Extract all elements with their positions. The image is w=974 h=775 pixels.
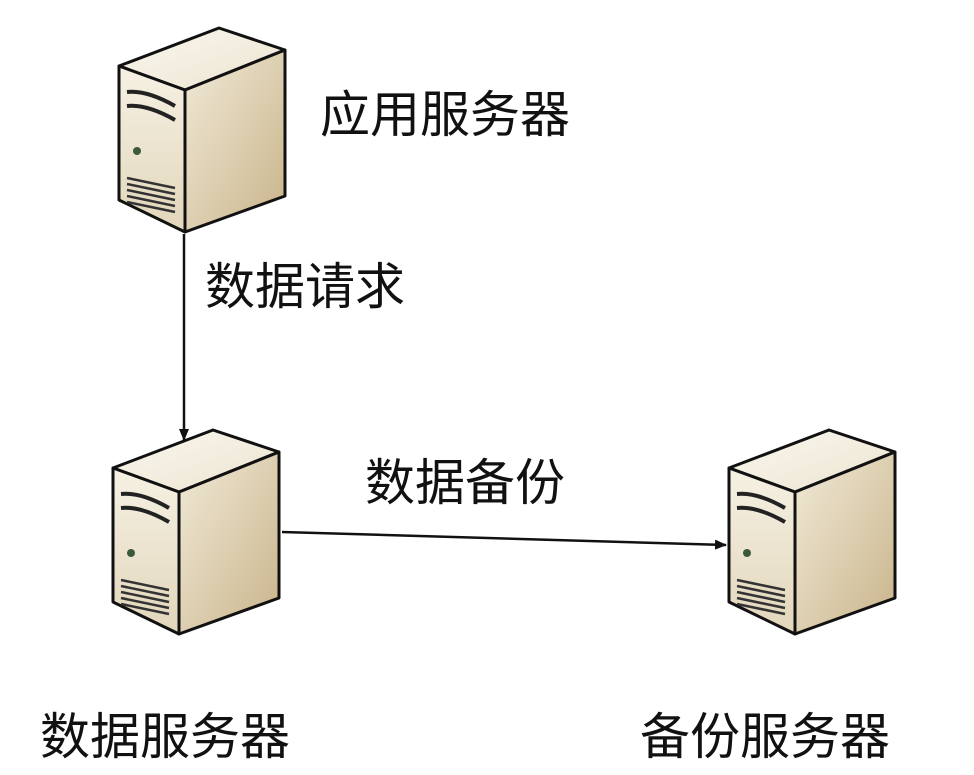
app-server-icon xyxy=(117,26,287,234)
data-request-label: 数据请求 xyxy=(205,258,405,316)
data-server-label: 数据服务器 xyxy=(40,708,290,766)
data-backup-arrow xyxy=(281,530,727,550)
backup-server-icon xyxy=(727,428,897,636)
app-server-label: 应用服务器 xyxy=(320,86,570,144)
data-server-icon xyxy=(111,428,281,636)
data-backup-label: 数据备份 xyxy=(365,454,565,512)
backup-server-label: 备份服务器 xyxy=(640,708,890,766)
